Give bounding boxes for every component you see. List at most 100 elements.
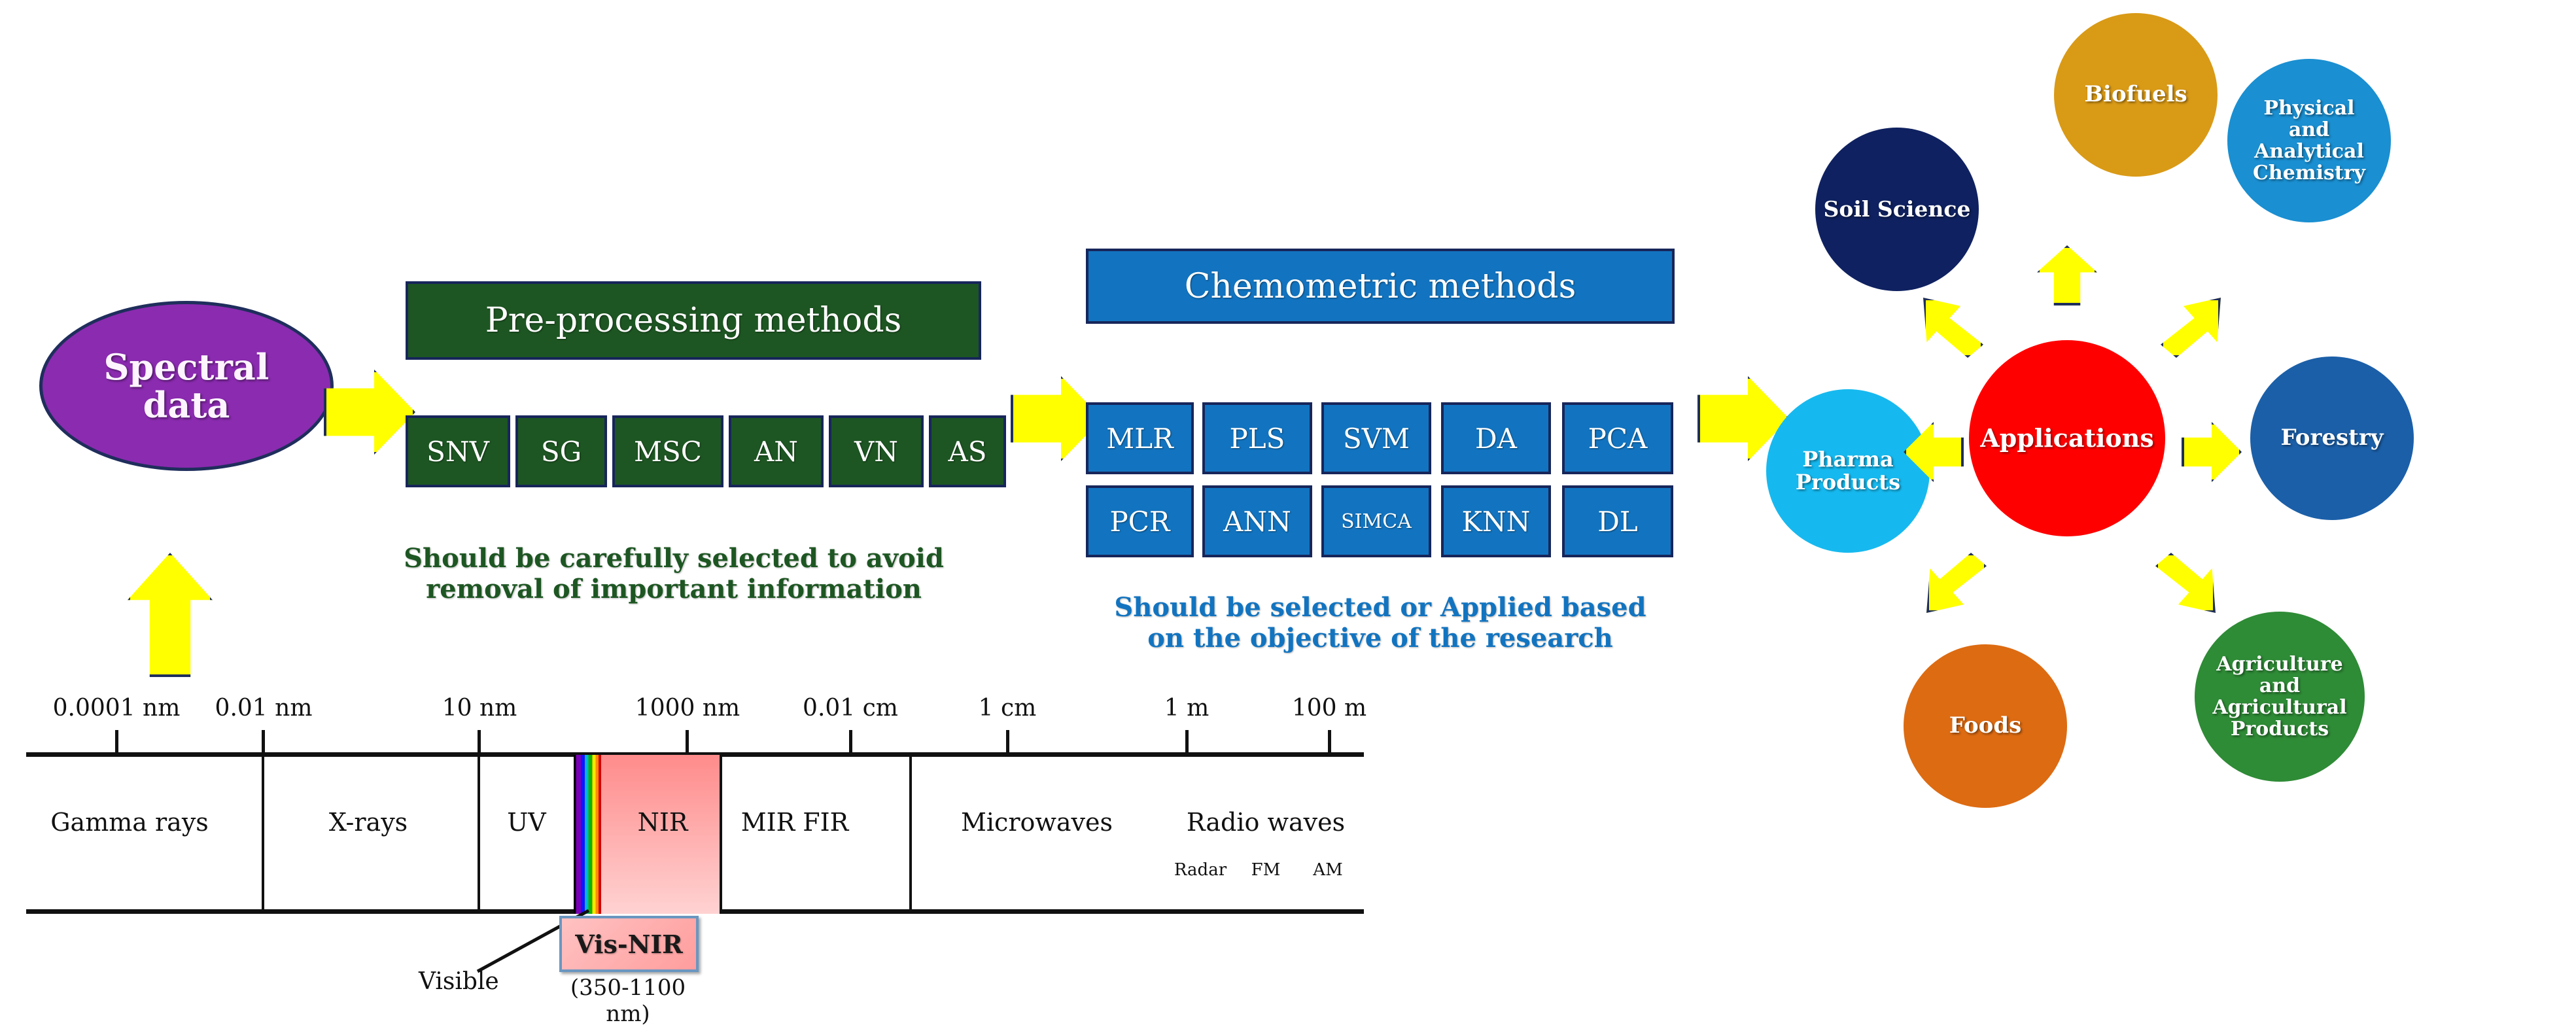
spectrum-ticklabel-5: 1 cm [978, 695, 1037, 722]
spectrum-divider-fir-microwave [909, 752, 912, 914]
chip-label: SVM [1342, 422, 1410, 455]
spectrum-ticklabel-7: 100 m [1291, 695, 1367, 722]
spectrum-tick-3 [686, 730, 689, 752]
spectrum-divider-gamma-xray [262, 752, 264, 914]
chemometrics-chip-ann[interactable]: ANN [1202, 485, 1312, 557]
visible-label: Visible [419, 968, 499, 995]
application-label: Biofuels [2084, 81, 2187, 108]
spectrum-band-microwaves: Microwaves [960, 808, 1113, 837]
chemometrics-chip-da[interactable]: DA [1441, 402, 1551, 474]
arrow-applications-to-agriculture [2155, 553, 2216, 613]
chip-label: ANN [1223, 505, 1291, 538]
chip-label: MSC [634, 435, 702, 468]
preprocessing-chip-msc[interactable]: MSC [612, 415, 723, 487]
chip-label: AN [754, 435, 799, 468]
spectrum-ticklabel-3: 1000 nm [635, 695, 740, 722]
chip-label: PLS [1229, 422, 1285, 455]
spectrum-ticklabel-4: 0.01 cm [803, 695, 898, 722]
nir-band [585, 755, 722, 914]
spectrum-tick-6 [1185, 730, 1189, 752]
chemometrics-chip-svm[interactable]: SVM [1321, 402, 1431, 474]
application-label: Soil Science [1823, 196, 1971, 222]
chip-label: AS [948, 435, 987, 468]
chemometrics-chip-dl[interactable]: DL [1562, 485, 1673, 557]
spectrum-sublabel-radar: Radar [1174, 860, 1227, 880]
chip-label: VN [854, 435, 899, 468]
spectrum-ticklabel-1: 0.01 nm [215, 695, 313, 722]
spectrum-divider-xray-uv [478, 752, 480, 914]
preprocessing-chip-as[interactable]: AS [929, 415, 1006, 487]
arrow-applications-to-physical-chemistry [2161, 298, 2221, 358]
chip-label: PCA [1588, 422, 1648, 455]
preprocessing-title-box: Pre-processing methods [406, 281, 981, 360]
spectrum-tick-1 [262, 730, 265, 752]
arrow-spectral-to-preprocessing [324, 370, 415, 455]
spectrum-band-nir: NIR [637, 808, 688, 837]
vis-nir-range-label: (350-1100 nm) [570, 975, 686, 1027]
vis-nir-chip[interactable]: Vis-NIR [559, 916, 699, 972]
visible-rainbow-strip [574, 755, 601, 914]
preprocessing-chip-sg[interactable]: SG [515, 415, 607, 487]
chemometrics-title: Chemometric methods [1184, 266, 1576, 306]
arrow-applications-to-soil-science [1923, 298, 1983, 358]
application-node-forestry[interactable]: Forestry [2250, 357, 2414, 520]
spectrum-band-xray: X-rays [328, 808, 408, 837]
chip-label: SIMCA [1341, 510, 1412, 533]
spectrum-ticklabel-0: 0.0001 nm [52, 695, 181, 722]
arrow-applications-to-biofuels [2037, 245, 2097, 305]
application-node-soil-science[interactable]: Soil Science [1815, 128, 1979, 291]
chip-label: MLR [1106, 422, 1174, 455]
spectrum-ticklabel-6: 1 m [1164, 695, 1210, 722]
spectrum-tick-7 [1328, 730, 1331, 752]
arrow-spectrum-to-spectral-data [128, 553, 213, 677]
application-label: Foods [1949, 712, 2022, 739]
chemometrics-chip-pls[interactable]: PLS [1202, 402, 1312, 474]
applications-center-node: Applications [1969, 340, 2165, 536]
preprocessing-chip-vn[interactable]: VN [829, 415, 924, 487]
chemometrics-chip-simca[interactable]: SIMCA [1321, 485, 1431, 557]
spectrum-tick-0 [115, 730, 118, 752]
chip-label: DL [1597, 505, 1638, 538]
applications-center-label: Applications [1980, 423, 2154, 453]
spectrum-top-axis [26, 752, 1364, 757]
chip-label: SNV [426, 435, 489, 468]
chip-label: KNN [1461, 505, 1531, 538]
arrow-applications-to-foods [1926, 553, 1987, 613]
chemometrics-chip-pcr[interactable]: PCR [1086, 485, 1194, 557]
application-node-biofuels[interactable]: Biofuels [2054, 13, 2218, 177]
chemometrics-chip-pca[interactable]: PCA [1562, 402, 1673, 474]
spectrum-band-gamma: Gamma rays [50, 808, 209, 837]
chip-label: PCR [1109, 505, 1170, 538]
spectrum-tick-4 [849, 730, 852, 752]
preprocessing-chip-snv[interactable]: SNV [406, 415, 510, 487]
spectrum-band-radio: Radio waves [1186, 808, 1346, 837]
spectrum-band-mir-fir: MIR FIR [740, 808, 849, 837]
spectrum-sublabel-fm: FM [1251, 860, 1281, 880]
spectrum-tick-2 [478, 730, 481, 752]
preprocessing-chip-an[interactable]: AN [729, 415, 824, 487]
spectrum-sublabel-am: AM [1313, 860, 1343, 880]
application-node-foods[interactable]: Foods [1904, 644, 2067, 808]
preprocessing-title: Pre-processing methods [485, 301, 902, 340]
spectrum-ticklabel-2: 10 nm [442, 695, 517, 722]
chemometrics-title-box: Chemometric methods [1086, 249, 1675, 324]
chemometrics-chip-knn[interactable]: KNN [1441, 485, 1551, 557]
application-label: Forestry [2280, 425, 2384, 451]
chip-label: DA [1474, 422, 1517, 455]
chip-label: SG [540, 435, 582, 468]
spectrum-tick-5 [1006, 730, 1009, 752]
chemometrics-chip-mlr[interactable]: MLR [1086, 402, 1194, 474]
spectrum-band-uv: UV [507, 808, 546, 837]
arrow-applications-to-forestry [2182, 422, 2242, 482]
vis-nir-label: Vis-NIR [575, 929, 683, 959]
